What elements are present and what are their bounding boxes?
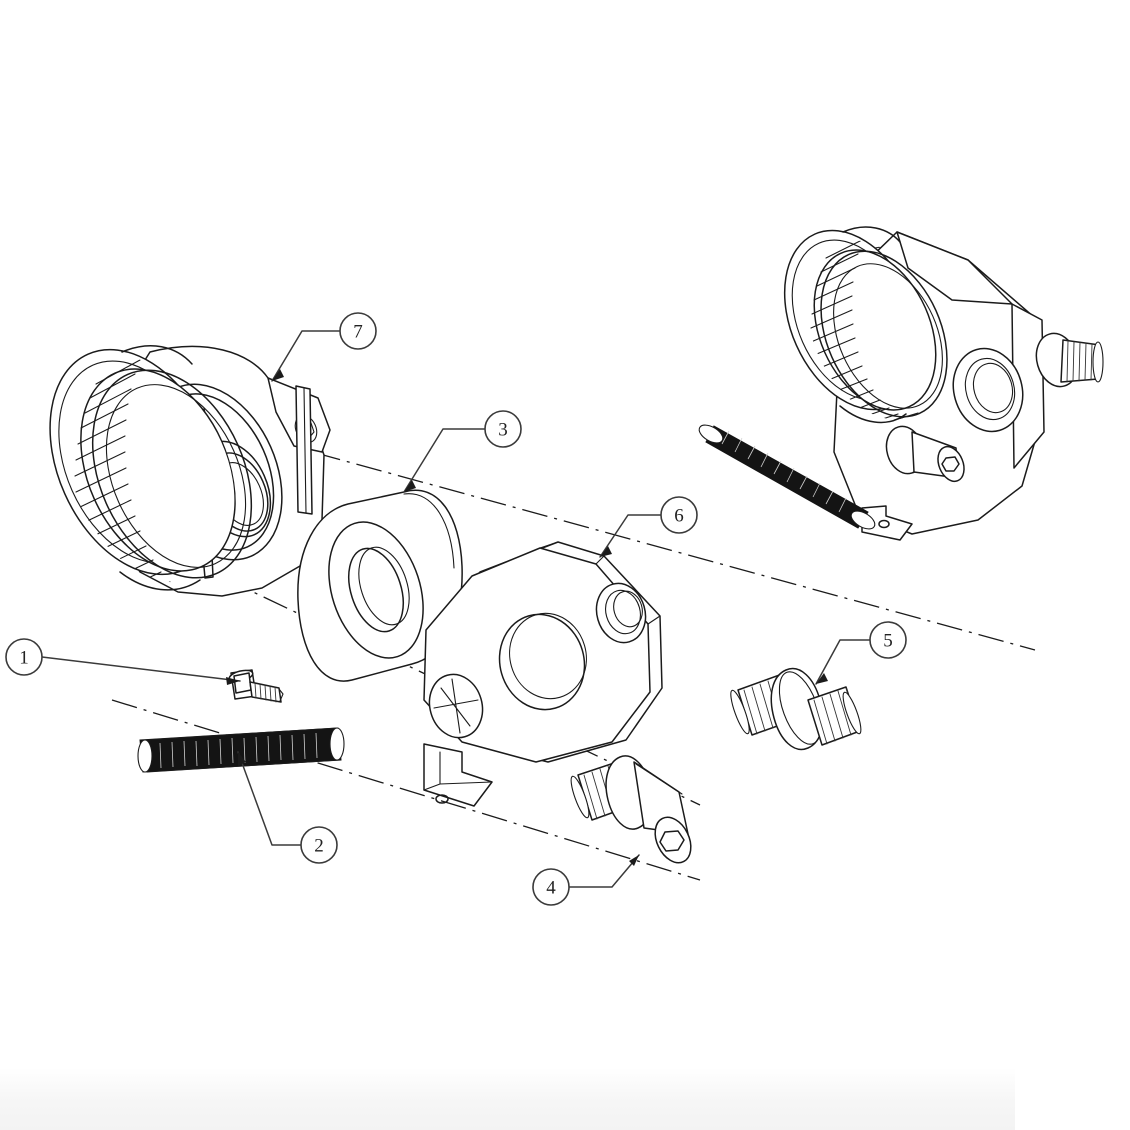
bracket-edge-top [539, 541, 661, 625]
callout-3-label: 3 [498, 420, 508, 441]
callout-1-leader [41, 656, 241, 682]
callout-6-label: 6 [674, 506, 684, 527]
asm-pulley-flange-bottom [839, 405, 907, 424]
callout-2-arrow [238, 752, 246, 766]
asm-pulley-tooth-band [810, 227, 937, 427]
callout-4-label: 4 [546, 878, 556, 899]
callout-2-leader [237, 751, 302, 846]
callout-6-leader [599, 514, 662, 558]
housing-flange-tab-edge [303, 387, 307, 514]
screw4-head-end-face [654, 816, 692, 864]
callout-3-arrow [404, 480, 416, 492]
pulley-front-flange-inner [105, 384, 247, 568]
bolt1-thread-tip [278, 688, 284, 702]
bracket-center-bore-depth [509, 612, 587, 700]
callout-1[interactable]: 1 [5, 638, 241, 685]
asm-pulley-front-flange [820, 250, 948, 418]
callout-6-bubble[interactable] [660, 496, 698, 534]
asm-foot-tab [861, 505, 913, 541]
callout-5[interactable]: 5 [815, 621, 907, 685]
callout-3-bubble[interactable] [484, 410, 522, 448]
rod2-thread-texture [159, 732, 318, 769]
screw4-hex-socket [659, 830, 685, 852]
bracket-foot-edge [423, 751, 493, 791]
asm-screw-hex-socket [941, 456, 960, 472]
callout-3-leader [403, 428, 486, 493]
asm-stud-end-face [1092, 341, 1104, 383]
bolt1-head-cyl [233, 672, 252, 694]
spacer-ring-bore [348, 547, 404, 633]
asm-pulley-flange-top [842, 226, 901, 243]
asm-foot-hole [878, 519, 890, 529]
centerline-bolt-axis [111, 699, 701, 881]
bracket-hole-lower-left-spokes [433, 678, 479, 734]
callout-2[interactable]: 2 [237, 751, 338, 864]
screw4-thread-end-face [570, 775, 590, 819]
rod2-right-end [329, 727, 345, 761]
asm-screw-head-face [937, 445, 965, 483]
callout-3[interactable]: 3 [403, 410, 522, 493]
callout-5-arrow [816, 673, 828, 684]
pulley-front-flange [91, 369, 253, 579]
part-2-threaded-rod[interactable] [137, 727, 345, 773]
part-4-socket-head-screw[interactable] [568, 755, 698, 869]
rod2-body [139, 727, 342, 773]
centerline-upper-axis [231, 429, 1036, 651]
part-1-flange-head-bolt[interactable] [228, 668, 284, 703]
callout-4-arrow [629, 855, 639, 866]
asm-pulley-front-inner [833, 263, 943, 409]
stud5-left-end-face [730, 689, 750, 735]
part-3-spacer-ring[interactable] [297, 489, 463, 682]
callout-4-bubble[interactable] [532, 868, 570, 906]
pulley-flange-connect-top [121, 345, 193, 365]
callout-7[interactable]: 7 [271, 312, 377, 382]
callout-7-arrow [272, 369, 284, 381]
callout-4-leader [568, 854, 640, 888]
bolt1-threads [254, 682, 277, 703]
assembled-view[interactable] [696, 209, 1104, 541]
asm-stud-threads [1066, 340, 1093, 383]
callout-2-bubble[interactable] [300, 826, 338, 864]
asm-center-boss-bore-inner [972, 362, 1014, 414]
asm-threaded-rod [698, 424, 876, 530]
timing-pulley [49, 344, 253, 610]
stud5-right-end-face [842, 691, 862, 735]
spacer-ring-back-edge [403, 493, 455, 569]
rod2-left-end [137, 739, 153, 773]
callout-5-leader [815, 639, 871, 685]
callout-7-leader [271, 330, 341, 382]
part-7-pulley-bearing-housing[interactable] [17, 322, 331, 610]
spacer-ring-bore-back [358, 546, 410, 626]
pulley-flange-connect-bottom [119, 571, 201, 591]
housing-flange-tab [295, 385, 313, 515]
callout-4[interactable]: 4 [532, 854, 640, 906]
bracket-center-bore [498, 613, 586, 711]
callout-1-arrow [226, 677, 240, 685]
bracket-foot-hole [435, 794, 449, 804]
callout-7-label: 7 [353, 322, 363, 343]
callout-6[interactable]: 6 [599, 496, 698, 558]
bracket-hole-upper-right-depth [613, 590, 643, 628]
asm-housing-top-face [896, 231, 1013, 305]
callout-6-arrow [600, 546, 612, 557]
callout-1-label: 1 [19, 648, 29, 669]
callout-5-bubble[interactable] [869, 621, 907, 659]
callout-5-label: 5 [883, 631, 893, 652]
callout-2-label: 2 [314, 836, 324, 857]
callout-7-bubble[interactable] [339, 312, 377, 350]
bracket-foot-tab [423, 743, 493, 807]
part-6-mounting-bracket[interactable] [422, 541, 663, 807]
asm-center-boss-bore [964, 357, 1016, 421]
callout-1-bubble[interactable] [5, 638, 43, 676]
part-5-double-threaded-stud[interactable] [727, 666, 864, 751]
screw4-head-edge [635, 763, 683, 795]
